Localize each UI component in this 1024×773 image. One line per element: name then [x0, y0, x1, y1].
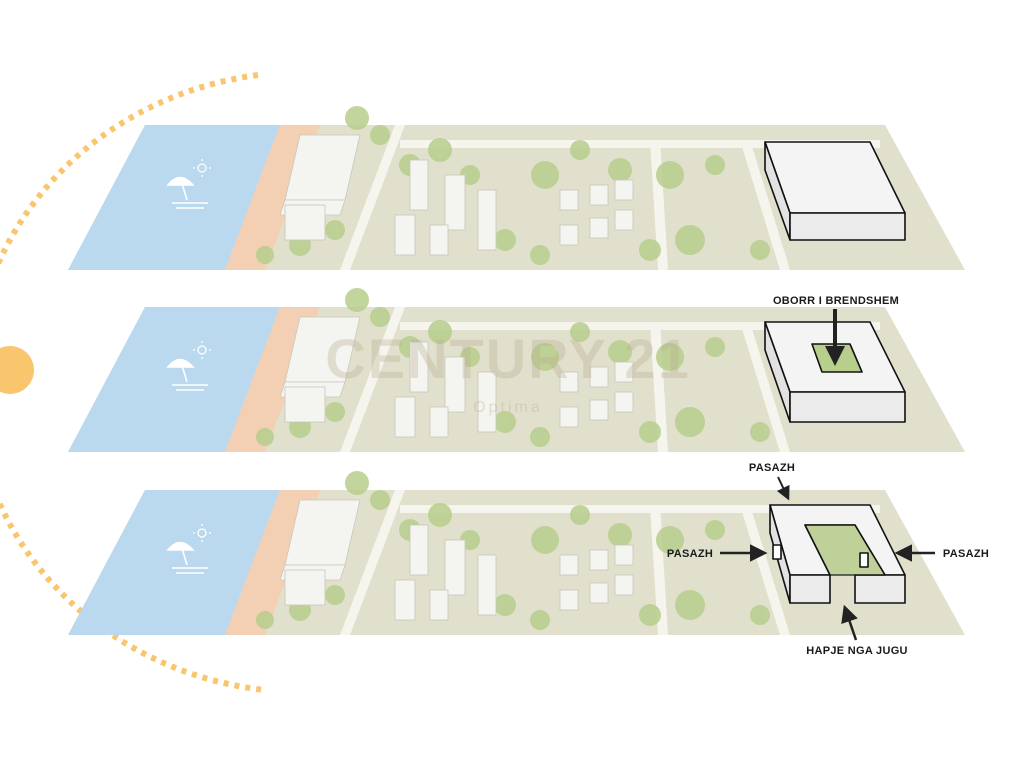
sea-area [68, 125, 280, 270]
site-strip-3 [68, 471, 965, 641]
site-strip-1 [68, 106, 965, 270]
sun-icon [193, 524, 211, 542]
passage-opening-right [859, 552, 869, 568]
watermark-sub: Optima [473, 399, 543, 416]
passage-opening-left [772, 544, 782, 560]
sun-path-arc [0, 72, 266, 693]
south-opening-arrow [841, 604, 858, 641]
passage-top-arrow [776, 476, 790, 501]
beach-umbrella-icon [166, 541, 208, 574]
sun-marker [0, 346, 34, 394]
road [740, 140, 790, 270]
road [650, 322, 668, 452]
label-passage-top: PASAZH [749, 462, 795, 474]
watermark-brand: CENTURY 21 [325, 327, 690, 390]
road [650, 140, 668, 270]
road [740, 322, 790, 452]
solid-mass-block [764, 141, 906, 241]
trees [256, 471, 770, 630]
road [740, 505, 790, 635]
road [340, 307, 405, 452]
existing-blocks [279, 499, 634, 621]
existing-blocks [279, 316, 634, 438]
road [400, 505, 880, 513]
sun-icon [193, 159, 211, 177]
existing-blocks [279, 134, 634, 256]
trees [256, 106, 770, 265]
label-passage-right: PASAZH [943, 548, 989, 560]
road [400, 140, 880, 148]
label-courtyard: OBORR I BRENDSHEM [773, 295, 899, 307]
trees [256, 288, 770, 447]
sea-area [68, 307, 280, 452]
road [400, 322, 880, 330]
sea-area [68, 490, 280, 635]
road [650, 505, 668, 635]
label-south-opening: HAPJE NGA JUGU [806, 645, 908, 657]
label-passage-left: PASAZH [667, 548, 713, 560]
beach-umbrella-icon [166, 358, 208, 391]
sun-icon [193, 341, 211, 359]
beach-umbrella-icon [166, 176, 208, 209]
site-strip-2 [68, 288, 965, 452]
u-shaped-mass-block [769, 504, 906, 604]
road [340, 490, 405, 635]
road [340, 125, 405, 270]
